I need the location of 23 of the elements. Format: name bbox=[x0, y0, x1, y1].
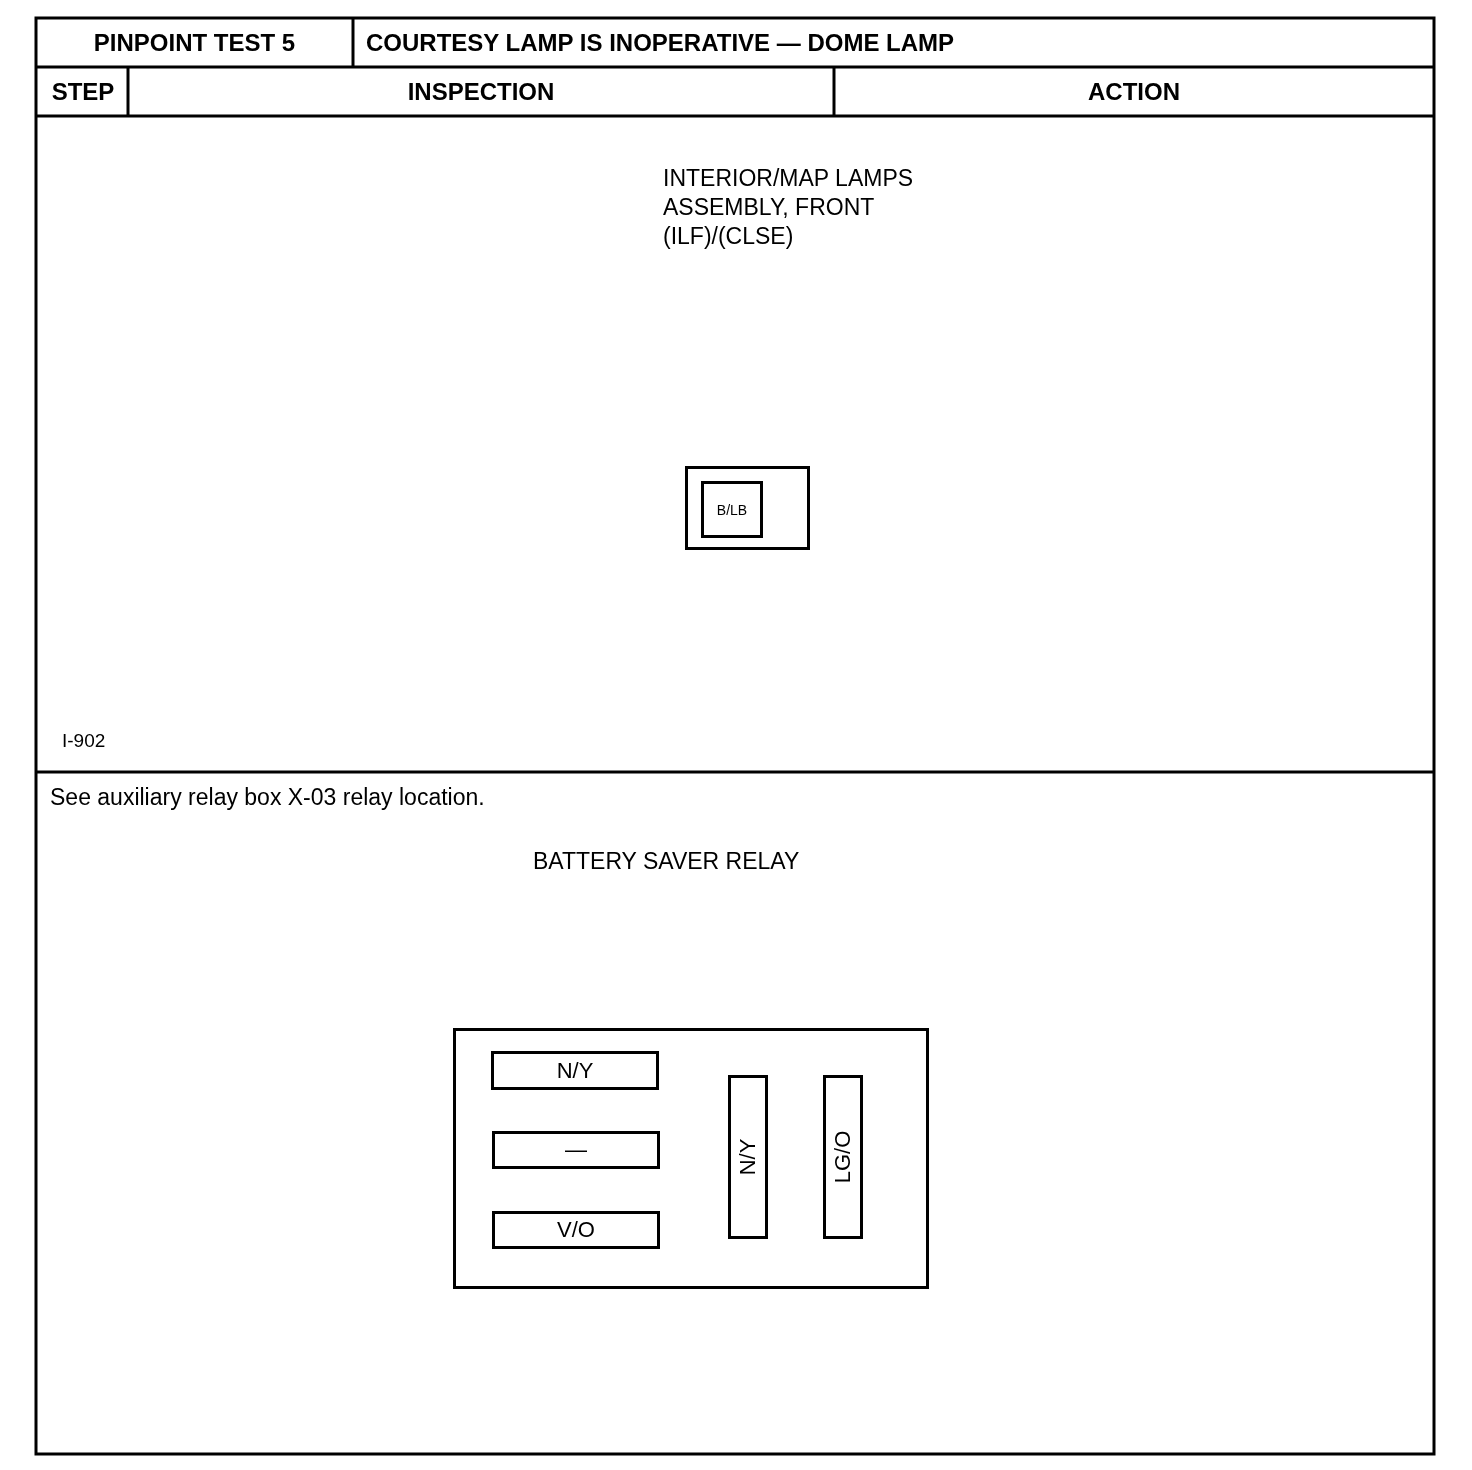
connector-face bbox=[685, 466, 810, 550]
component-label: INTERIOR/MAP LAMPS ASSEMBLY, FRONT (ILF)/(CLSE) bbox=[663, 164, 915, 251]
instruction-text: See auxiliary relay box X-03 relay location. bbox=[50, 784, 485, 811]
relay-terminal bbox=[492, 1131, 660, 1169]
terminal-code: — bbox=[565, 1137, 587, 1163]
relay-terminal bbox=[491, 1051, 659, 1090]
component-label: BATTERY SAVER RELAY bbox=[533, 848, 800, 875]
figure-code: I-902 bbox=[62, 730, 106, 752]
terminal-code: LG/O bbox=[830, 1130, 856, 1184]
column-header: STEP bbox=[50, 77, 116, 107]
relay-terminal bbox=[728, 1075, 768, 1239]
terminal-code: N/Y bbox=[556, 1057, 594, 1084]
column-header: ACTION bbox=[1087, 77, 1181, 107]
relay-terminal bbox=[823, 1075, 863, 1239]
table-title: PINPOINT TEST 5 bbox=[92, 28, 297, 58]
terminal-code: B/LB bbox=[716, 501, 748, 518]
relay-terminal bbox=[492, 1211, 660, 1249]
column-header: INSPECTION bbox=[406, 77, 556, 107]
relay-face bbox=[453, 1028, 929, 1289]
table-title: COURTESY LAMP IS INOPERATIVE — DOME LAMP bbox=[366, 28, 955, 58]
connector-terminal bbox=[701, 481, 763, 538]
terminal-code: V/O bbox=[557, 1217, 595, 1243]
terminal-code: N/Y bbox=[735, 1138, 761, 1176]
